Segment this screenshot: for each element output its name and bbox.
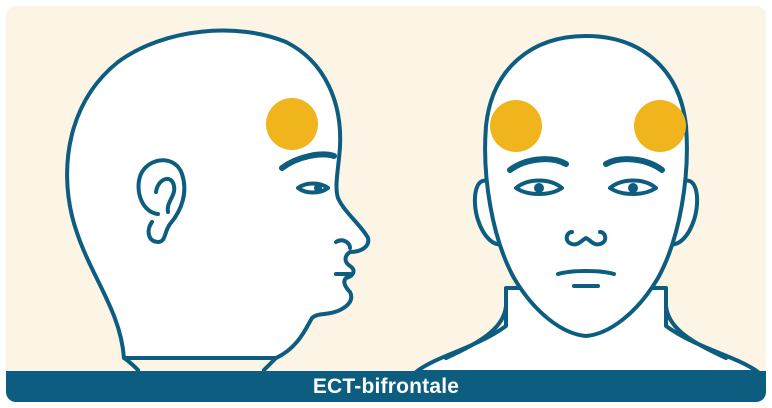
frontal-electrode-left [490,100,542,152]
caption-text: ECT-bifrontale [313,375,459,399]
frontal-pupil-left [534,183,544,193]
frontal-pupil-right [628,183,638,193]
illustration-panel: ECT-bifrontale [6,6,766,402]
profile-head [67,31,368,370]
caption-bar: ECT-bifrontale [6,371,766,402]
frontal-head [416,36,758,372]
frontal-electrode-right [634,100,686,152]
ect-illustration [6,6,766,402]
profile-pupil [314,184,322,192]
profile-head-outline [67,31,368,358]
profile-electrode [266,98,318,150]
